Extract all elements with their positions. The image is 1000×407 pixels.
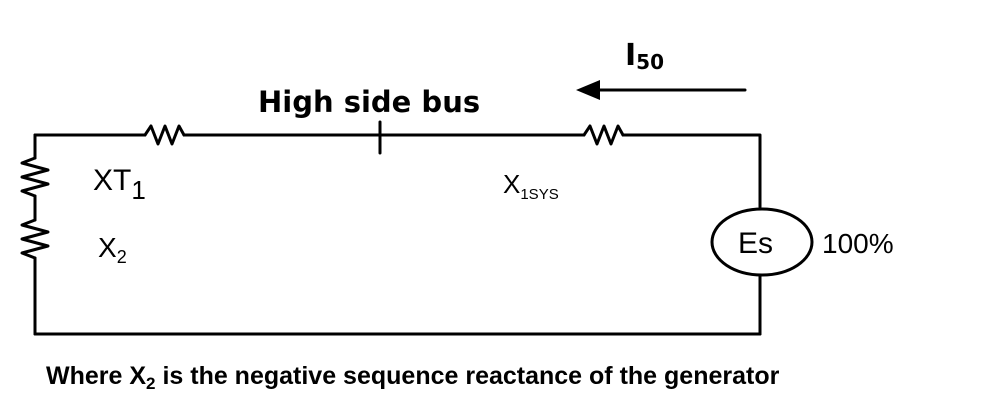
current-label: I50 [625,38,665,74]
caption: Where X2 is the negative sequence reacta… [46,362,780,393]
source-es-circle [710,207,814,277]
source-label: Es [738,227,774,260]
source-value: 100% [822,228,894,259]
top-wire-end [621,133,762,209]
negative-seq-label: X2 [98,232,127,267]
system-label: X1SYS [503,169,559,203]
resistor-x2 [20,218,50,260]
resistor-xt1-left [20,156,50,198]
transformer-label: XT1 [93,164,146,205]
current-arrow-head [576,80,600,100]
resistor-x1sys [582,124,625,146]
resistor-xt1 [143,124,186,146]
bus-label: High side bus [258,85,481,119]
